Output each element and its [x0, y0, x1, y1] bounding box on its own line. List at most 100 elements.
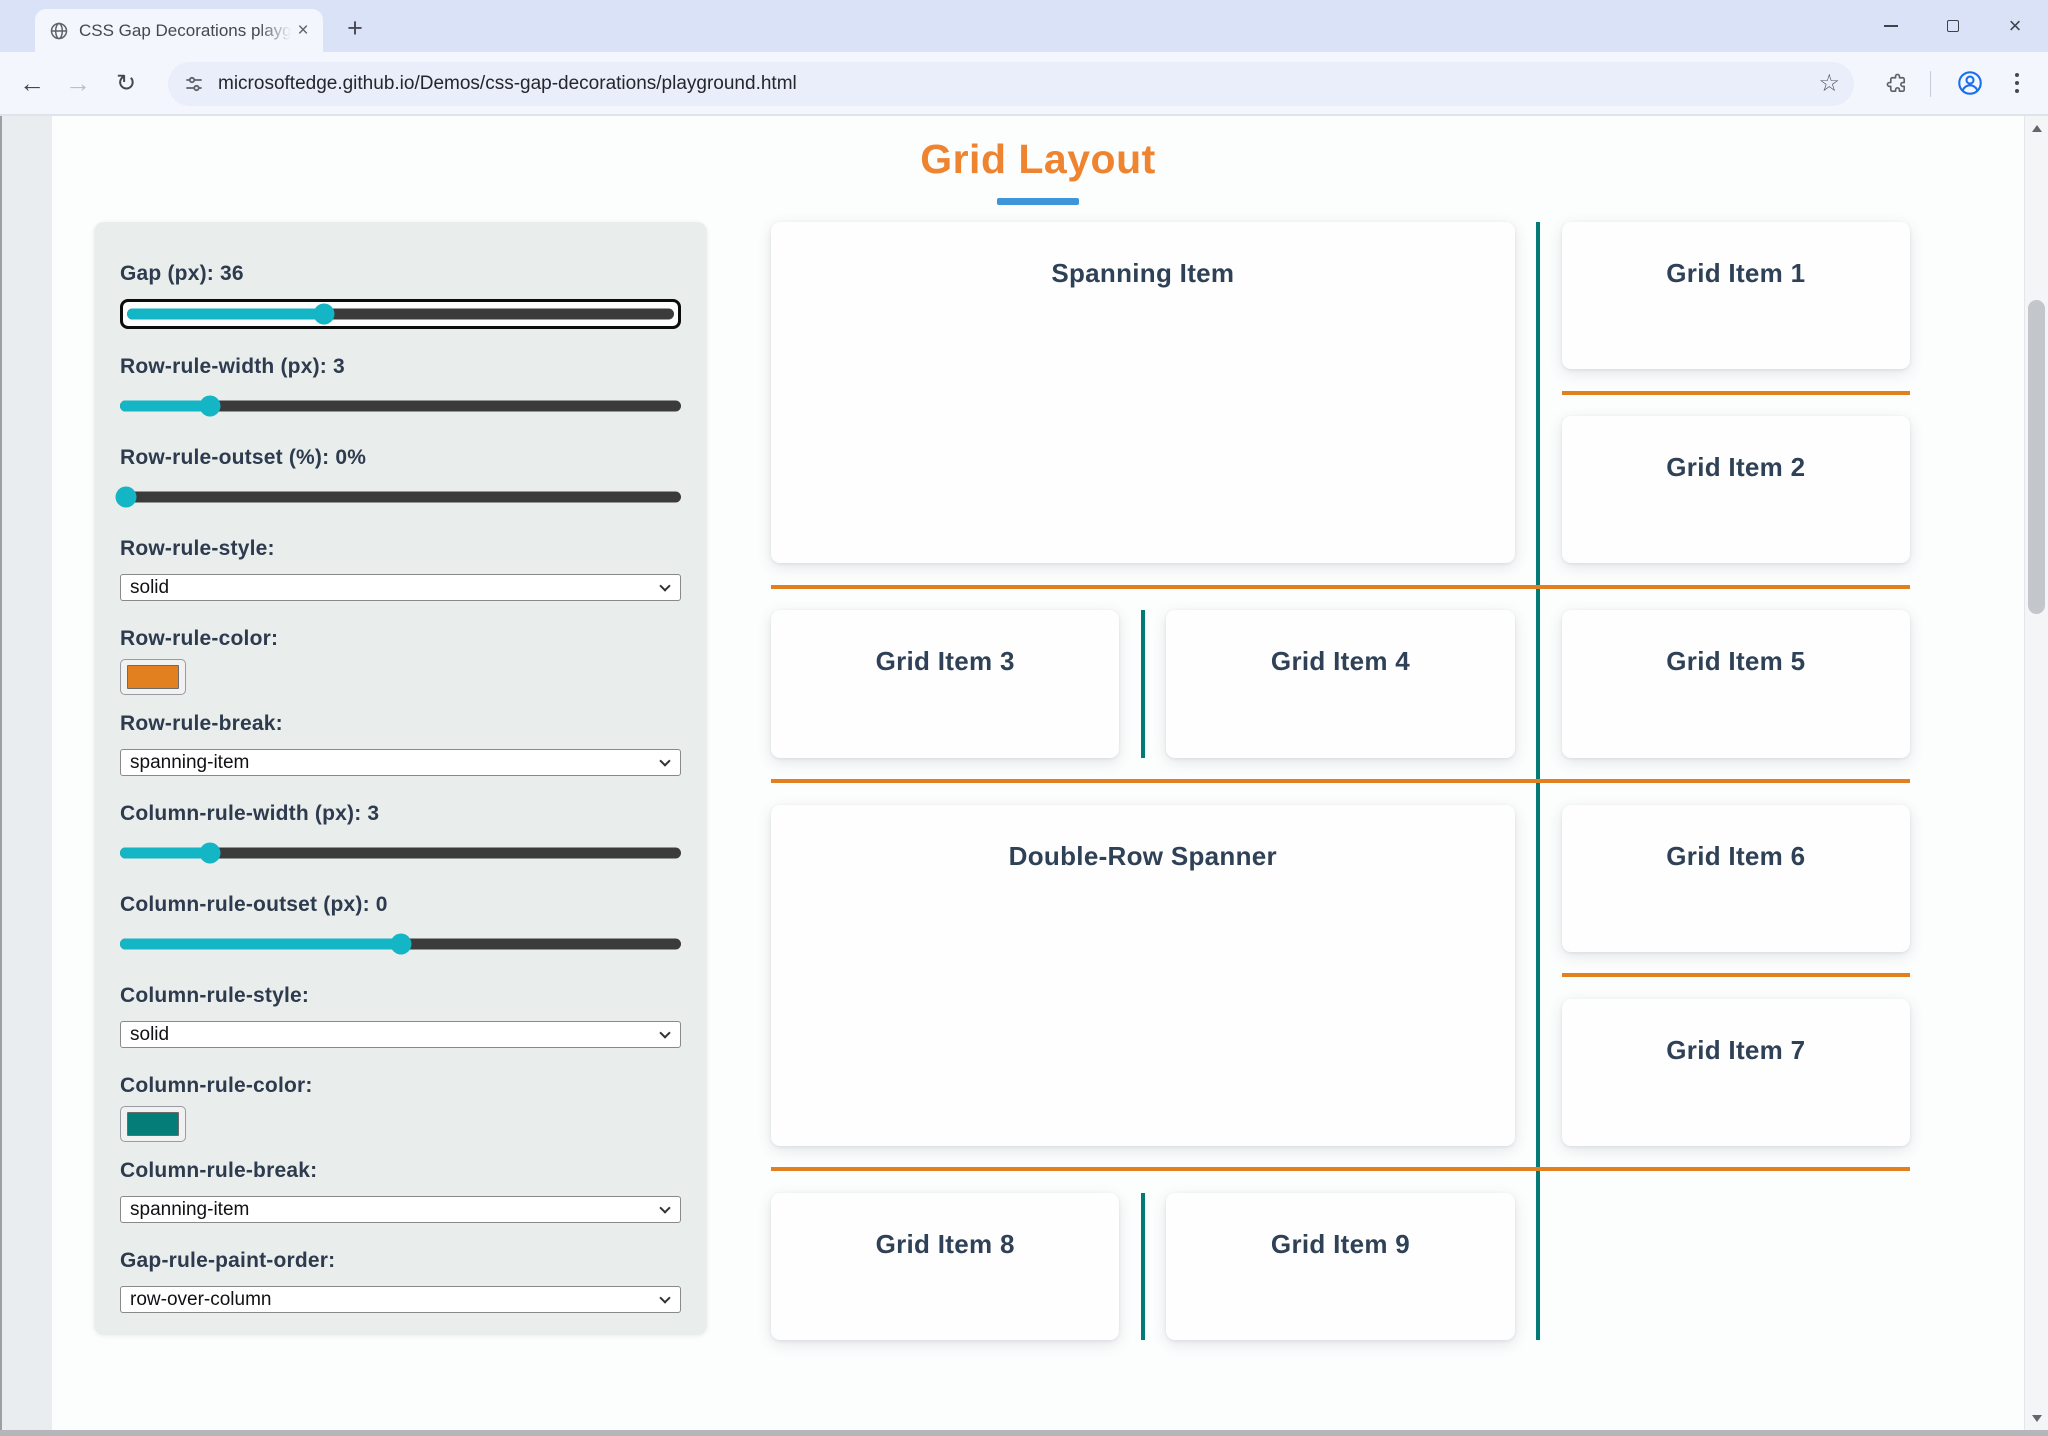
slider-thumb[interactable]	[115, 486, 137, 508]
grid-card-4: Grid Item 4	[1166, 610, 1515, 758]
slider-thumb[interactable]	[390, 933, 411, 955]
column-rule-break-label: Column-rule-break:	[120, 1159, 318, 1182]
site-settings-icon[interactable]	[184, 74, 204, 94]
grid-card-spanning-item: Spanning Item	[771, 222, 1515, 564]
row-rule-style-label: Row-rule-style:	[120, 537, 275, 560]
grid-card-6: Grid Item 6	[1561, 804, 1910, 952]
grid-card-1: Grid Item 1	[1561, 222, 1910, 370]
globe-favicon-icon	[49, 21, 69, 41]
gap-label: Gap (px): 36	[120, 262, 244, 285]
tab-css-gap-decorations[interactable]: CSS Gap Decorations playgroun ×	[35, 9, 323, 52]
row-rule-color-label: Row-rule-color:	[120, 627, 279, 650]
column-rule-style-group: Column-rule-style: solid	[120, 984, 681, 1048]
window-maximize-button[interactable]	[1922, 0, 1984, 52]
profile-avatar-button[interactable]	[1950, 52, 1990, 114]
gap-slider[interactable]	[127, 303, 674, 325]
title-underline	[997, 198, 1079, 205]
column-rule-style-label: Column-rule-style:	[120, 984, 310, 1007]
row-rule-break-select[interactable]: spanning-item	[120, 749, 681, 776]
row-rule-break-label: Row-rule-break:	[120, 712, 283, 735]
page-viewport: Grid Layout Gap (px): 36 Row-rule-width …	[0, 116, 2048, 1430]
maximize-icon	[1947, 20, 1959, 32]
browser-toolbar: ← → ↻ microsoftedge.github.io/Demos/css-…	[0, 52, 2048, 116]
puzzle-icon	[1886, 73, 1905, 92]
grid-demo: Spanning Item Grid Item 1 Grid Item 2 Gr…	[771, 222, 1910, 1340]
grid-card-8: Grid Item 8	[771, 1192, 1120, 1340]
menu-dots-icon	[2015, 73, 2019, 77]
controls-panel: Gap (px): 36 Row-rule-width (px): 3	[94, 222, 707, 1335]
color-swatch	[127, 1112, 179, 1136]
chevron-down-icon	[659, 580, 671, 592]
scrollbar-down-button[interactable]	[2025, 1406, 2048, 1430]
row-rule-width-slider[interactable]	[120, 392, 681, 420]
gap-rule-paint-order-group: Gap-rule-paint-order: row-over-column	[120, 1249, 681, 1313]
row-rule-width-group: Row-rule-width (px): 3	[120, 355, 681, 420]
tab-title: CSS Gap Decorations playgroun	[79, 20, 291, 40]
window-close-button[interactable]: ×	[2008, 13, 2022, 38]
tab-close-icon[interactable]: ×	[297, 19, 309, 41]
chevron-down-icon	[659, 1202, 671, 1214]
gap-control-group: Gap (px): 36	[120, 262, 681, 329]
column-rule-outset-slider[interactable]	[120, 930, 681, 958]
new-tab-button[interactable]: +	[347, 12, 363, 43]
row-rule-width-label: Row-rule-width (px): 3	[120, 355, 345, 378]
row-rule-outset-slider[interactable]	[115, 483, 681, 511]
window-minimize-button[interactable]	[1860, 0, 1922, 52]
extensions-button[interactable]	[1877, 52, 1917, 114]
row-rule-style-group: Row-rule-style: solid	[120, 537, 681, 601]
address-bar[interactable]: microsoftedge.github.io/Demos/css-gap-de…	[168, 62, 1854, 106]
chevron-down-icon	[659, 1027, 671, 1039]
triangle-down-icon	[2031, 1414, 2042, 1422]
reload-button[interactable]: ↻	[115, 69, 137, 97]
vertical-scrollbar[interactable]	[2024, 116, 2048, 1430]
row-rule-color-group: Row-rule-color:	[120, 627, 681, 695]
slider-thumb[interactable]	[313, 303, 335, 325]
column-rule-segment	[1141, 1193, 1145, 1340]
column-rule-width-slider[interactable]	[120, 839, 681, 867]
row-rule-style-select[interactable]: solid	[120, 574, 681, 601]
grid-card-2: Grid Item 2	[1561, 416, 1910, 564]
forward-button[interactable]: →	[65, 67, 91, 98]
triangle-up-icon	[2031, 124, 2042, 132]
grid-card-5: Grid Item 5	[1561, 610, 1910, 758]
grid-card-7: Grid Item 7	[1561, 998, 1910, 1146]
column-rule-segment	[1141, 610, 1145, 758]
column-rule-outset-group: Column-rule-outset (px): 0	[120, 893, 681, 958]
row-rule-segment	[1562, 973, 1910, 977]
column-rule-color-group: Column-rule-color:	[120, 1074, 681, 1142]
gap-rule-paint-order-label: Gap-rule-paint-order:	[120, 1249, 336, 1272]
bookmark-star-icon[interactable]: ☆	[1818, 70, 1840, 97]
column-rule-color-picker[interactable]	[120, 1106, 186, 1142]
grid-card-double-row-spanner: Double-Row Spanner	[771, 804, 1515, 1146]
column-rule-break-select[interactable]: spanning-item	[120, 1196, 681, 1223]
row-rule-break-group: Row-rule-break: spanning-item	[120, 712, 681, 776]
column-rule-color-label: Column-rule-color:	[120, 1074, 313, 1097]
column-rule-outset-label: Column-rule-outset (px): 0	[120, 893, 388, 916]
column-rule-style-select[interactable]: solid	[120, 1021, 681, 1048]
row-rule-segment	[771, 779, 1910, 783]
slider-thumb[interactable]	[199, 842, 221, 864]
row-rule-color-picker[interactable]	[120, 659, 186, 695]
page-title: Grid Layout	[920, 136, 1156, 182]
scrollbar-thumb[interactable]	[2028, 300, 2045, 614]
toolbar-separator	[1930, 71, 1931, 97]
browser-menu-button[interactable]	[1997, 52, 2037, 114]
slider-thumb[interactable]	[199, 395, 221, 417]
row-rule-outset-group: Row-rule-outset (%): 0%	[115, 446, 681, 511]
row-rule-outset-label: Row-rule-outset (%): 0%	[120, 446, 367, 469]
chevron-down-icon	[659, 755, 671, 767]
column-rule-width-group: Column-rule-width (px): 3	[120, 802, 681, 867]
back-button[interactable]: ←	[19, 67, 45, 98]
url-text: microsoftedge.github.io/Demos/css-gap-de…	[218, 73, 797, 94]
column-rule-break-group: Column-rule-break: spanning-item	[120, 1159, 681, 1223]
chevron-down-icon	[659, 1292, 671, 1304]
gap-rule-paint-order-select[interactable]: row-over-column	[120, 1286, 681, 1313]
window-bottom-frame	[0, 1430, 2048, 1436]
row-rule-segment	[1562, 391, 1910, 395]
grid-card-3: Grid Item 3	[771, 610, 1120, 758]
gap-slider-focus-ring	[120, 299, 681, 329]
color-swatch	[127, 665, 179, 689]
minimize-icon	[1884, 25, 1898, 27]
scrollbar-up-button[interactable]	[2025, 116, 2048, 140]
